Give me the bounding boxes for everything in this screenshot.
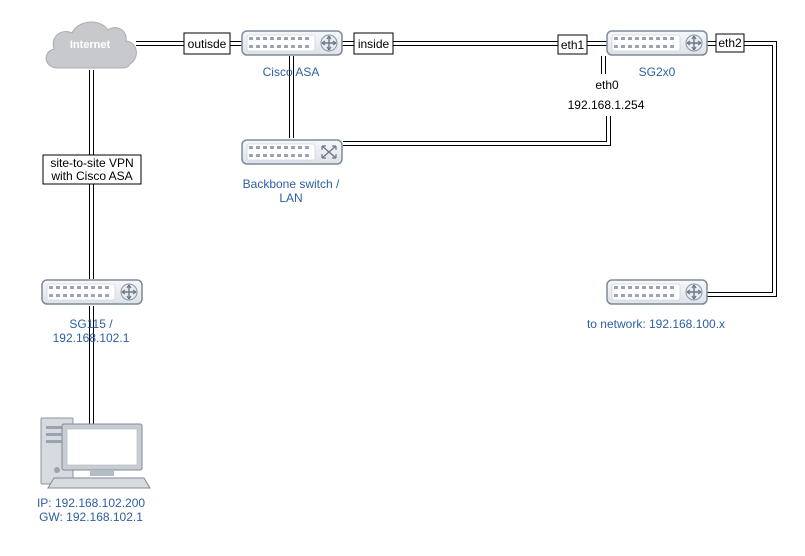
port-eth1-label: eth1 xyxy=(561,38,585,52)
port-eth1: eth1 xyxy=(557,34,588,55)
port-eth0-label: eth0 xyxy=(595,78,619,92)
device-pc-label-line1: IP: 192.168.102.200 xyxy=(37,496,145,510)
port-outside-label: outisde xyxy=(188,37,227,51)
device-cisco-asa[interactable]: Cisco ASA xyxy=(241,30,343,79)
device-remote-switch-label: to network: 192.168.100.x xyxy=(587,317,725,331)
cloud-label: Internet xyxy=(70,39,111,51)
vpn-label-line2: with Cisco ASA xyxy=(50,169,132,183)
computer-icon xyxy=(40,417,151,489)
port-eth2: eth2 xyxy=(715,33,745,53)
device-backbone-switch[interactable]: Backbone switch / LAN xyxy=(241,139,343,205)
cloud-icon xyxy=(45,21,137,69)
router-icon xyxy=(320,34,338,52)
device-cisco-asa-label: Cisco ASA xyxy=(263,65,320,79)
port-eth0-ip: 192.168.1.254 xyxy=(568,98,645,112)
device-pc[interactable]: IP: 192.168.102.200 GW: 192.168.102.1 xyxy=(37,417,151,524)
port-outside: outisde xyxy=(183,32,231,55)
router-icon xyxy=(685,34,703,52)
vpn-label-line1: site-to-site VPN xyxy=(50,156,133,170)
port-eth0: eth0 192.168.1.254 xyxy=(565,77,649,112)
device-sg2x0[interactable]: SG2x0 xyxy=(606,30,708,79)
device-sg115-label-line1: SG115 / xyxy=(69,317,113,331)
device-backbone-label-line2: LAN xyxy=(279,191,302,205)
device-pc-label-line2: GW: 192.168.102.1 xyxy=(39,510,143,524)
internet-cloud[interactable]: Internet xyxy=(45,21,137,69)
vpn-label-box: site-to-site VPN with Cisco ASA xyxy=(42,154,142,185)
device-sg115[interactable]: SG115 / 192.168.102.1 xyxy=(41,279,143,345)
port-eth2-label: eth2 xyxy=(718,36,742,50)
connection-lines xyxy=(89,41,777,424)
device-sg115-label-line2: 192.168.102.1 xyxy=(53,331,130,345)
router-icon xyxy=(120,283,138,301)
device-backbone-label-line1: Backbone switch / xyxy=(243,177,340,191)
port-inside-label: inside xyxy=(358,37,390,51)
router-icon xyxy=(685,283,703,301)
device-sg2x0-label: SG2x0 xyxy=(639,65,676,79)
port-inside: inside xyxy=(353,32,394,55)
device-remote-switch[interactable]: to network: 192.168.100.x xyxy=(587,279,725,331)
